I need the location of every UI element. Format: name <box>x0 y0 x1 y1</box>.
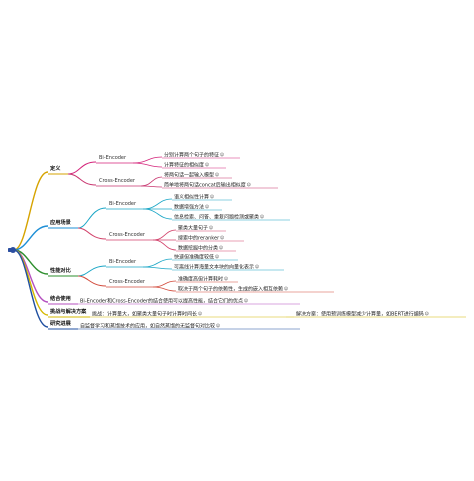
smiley-icon: ☺ <box>224 276 229 281</box>
smiley-icon: ☺ <box>216 323 221 328</box>
leaf-app-cross-1[interactable]: 聚类大量句子☺ <box>178 224 213 232</box>
category-research[interactable]: 研究进展 <box>50 321 71 327</box>
connector-definition <box>13 171 49 251</box>
leaf-text: 语义相似性计算 <box>174 194 210 201</box>
connector-research <box>13 249 49 328</box>
leaf-def-bi-1[interactable]: 分别计算两个句子的特征☺ <box>164 151 224 159</box>
leaf-text: 信息检索、问答、重复问题检测或聚类 <box>174 214 260 221</box>
sub-application-bi-encoder[interactable]: Bi-Encoder <box>109 201 137 207</box>
leaf-app-bi-3[interactable]: 信息检索、问答、重复问题检测或聚类☺ <box>174 213 264 221</box>
leaf-def-bi-2[interactable]: 计算特征的相似度☺ <box>164 161 209 169</box>
leaf-text: 分别计算两个句子的特征 <box>164 152 220 159</box>
smiley-icon: ☺ <box>244 298 249 303</box>
leaf-text: 搜索中的reranker <box>178 235 220 242</box>
leaf-app-bi-2[interactable]: 数据增强方法☺ <box>174 203 209 211</box>
leaf-text: 快速但准确度较低 <box>174 254 215 261</box>
leaf-challenge[interactable]: 挑战：计算量大，如聚类大量句子时计算时间长☺ <box>92 310 202 318</box>
leaf-text: 自监督学习和蒸馏技术的应用，如自然蒸馏的无监督句对比较 <box>80 323 216 330</box>
leaf-text: 数据增强方法 <box>174 204 205 211</box>
category-application[interactable]: 应用场景 <box>50 220 71 226</box>
leaf-def-cross-1[interactable]: 将两句话一起输入模型☺ <box>164 171 219 179</box>
sub-application-cross-encoder[interactable]: Cross-Encoder <box>109 232 145 238</box>
leaf-text: 可离线计算海量文本块的向量化表示 <box>174 264 255 271</box>
smiley-icon: ☺ <box>209 225 214 230</box>
leaf-text: 取决于两个句子的依赖性，生成的嵌入相互依赖 <box>178 286 284 293</box>
smiley-icon: ☺ <box>210 194 215 199</box>
smiley-icon: ☺ <box>215 254 220 259</box>
smiley-icon: ☺ <box>260 214 265 219</box>
leaf-text: Bi-Encoder和Cross-Encoder的结合使用可以提高性能，结合它们… <box>80 298 244 305</box>
leaf-perf-cross-1[interactable]: 准确度高但计算耗时☺ <box>178 275 228 283</box>
smiley-icon: ☺ <box>205 162 210 167</box>
smiley-icon: ☺ <box>220 235 225 240</box>
leaf-combination[interactable]: Bi-Encoder和Cross-Encoder的结合使用可以提高性能，结合它们… <box>80 297 248 305</box>
leaf-text: 将两句话一起输入模型 <box>164 172 215 179</box>
leaf-text: 聚类大量句子 <box>178 225 209 232</box>
category-challenge[interactable]: 挑战与解决方案 <box>50 309 87 315</box>
smiley-icon: ☺ <box>215 172 220 177</box>
smiley-icon: ☺ <box>198 311 203 316</box>
smiley-icon: ☺ <box>284 286 289 291</box>
leaf-solution[interactable]: 解决方案：使用预训练模型减少计算量，如BERT进行编码☺ <box>296 310 429 318</box>
smiley-icon: ☺ <box>219 245 224 250</box>
leaf-text: 简单地将两句话concat后输出相似度 <box>164 182 246 189</box>
leaf-perf-cross-2[interactable]: 取决于两个句子的依赖性，生成的嵌入相互依赖☺ <box>178 285 288 293</box>
leaf-app-cross-2[interactable]: 搜索中的reranker☺ <box>178 234 224 242</box>
sub-definition-cross-encoder[interactable]: Cross-Encoder <box>99 178 135 184</box>
leaf-text: 数据挖掘中的分类 <box>178 245 219 252</box>
smiley-icon: ☺ <box>246 182 251 187</box>
smiley-icon: ☺ <box>205 204 210 209</box>
leaf-app-cross-3[interactable]: 数据挖掘中的分类☺ <box>178 244 223 252</box>
leaf-perf-bi-1[interactable]: 快速但准确度较低☺ <box>174 253 219 261</box>
leaf-text: 计算特征的相似度 <box>164 162 205 169</box>
sub-definition-bi-encoder[interactable]: Bi-Encoder <box>99 155 127 161</box>
leaf-research[interactable]: 自监督学习和蒸馏技术的应用，如自然蒸馏的无监督句对比较☺ <box>80 322 220 330</box>
smiley-icon: ☺ <box>255 264 260 269</box>
sub-performance-bi-encoder[interactable]: Bi-Encoder <box>109 259 137 265</box>
category-performance[interactable]: 性能对比 <box>50 268 71 274</box>
connector-application <box>13 225 49 251</box>
connector-challenge <box>13 249 49 316</box>
leaf-app-bi-1[interactable]: 语义相似性计算☺ <box>174 193 214 201</box>
leaf-perf-bi-2[interactable]: 可离线计算海量文本块的向量化表示☺ <box>174 263 259 271</box>
leaf-text: 准确度高但计算耗时 <box>178 276 224 283</box>
sub-performance-cross-encoder[interactable]: Cross-Encoder <box>109 279 145 285</box>
category-combination[interactable]: 结合使用 <box>50 296 71 302</box>
leaf-def-cross-2[interactable]: 简单地将两句话concat后输出相似度☺ <box>164 181 251 189</box>
category-definition[interactable]: 定义 <box>50 166 61 172</box>
smiley-icon: ☺ <box>220 152 225 157</box>
leaf-text: 挑战：计算量大，如聚类大量句子时计算时间长 <box>92 311 198 318</box>
smiley-icon: ☺ <box>424 311 429 316</box>
leaf-text: 解决方案：使用预训练模型减少计算量，如BERT进行编码 <box>296 311 424 318</box>
